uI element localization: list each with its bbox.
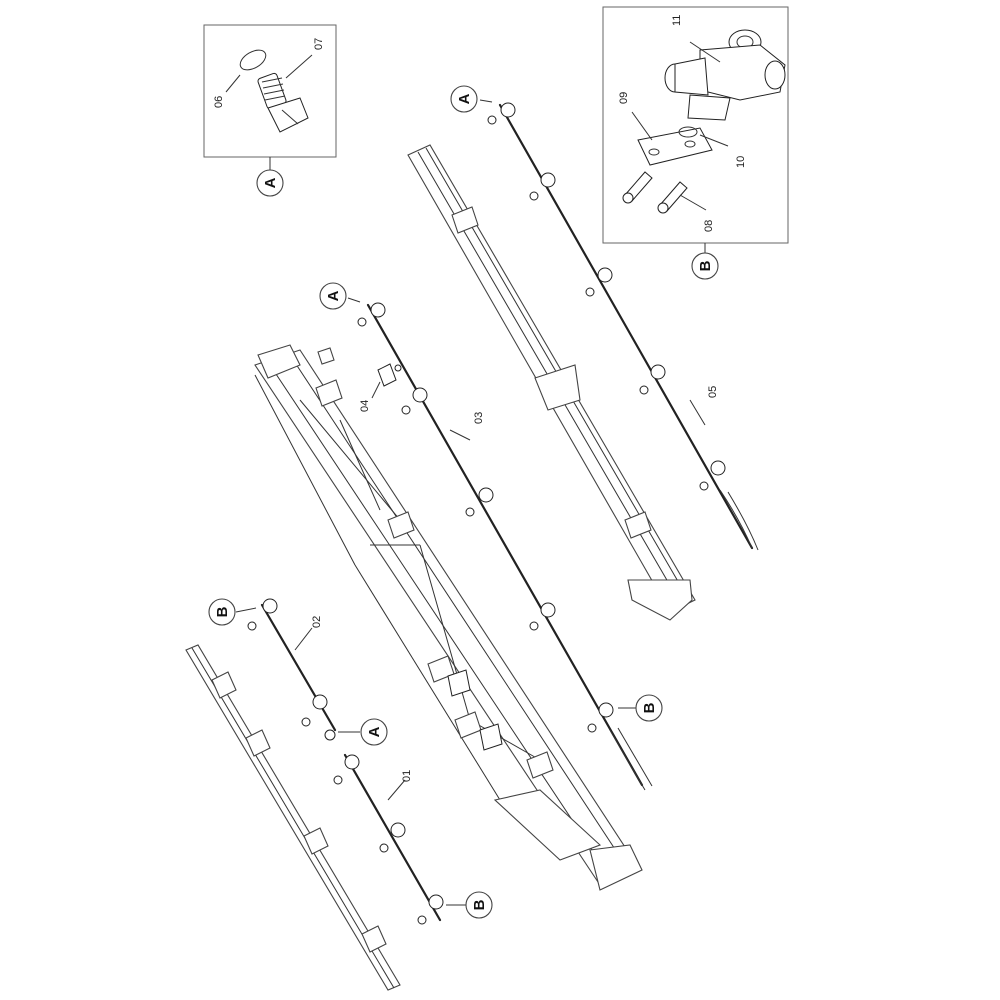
callout-a-03: A — [325, 290, 342, 301]
callout-circle-a-03 — [319, 282, 347, 310]
callout-b-01: B — [471, 899, 488, 910]
frame-tube-left — [185, 644, 401, 991]
frame-channel-right — [407, 144, 696, 621]
boom-01: 01 B — [333, 753, 493, 925]
callout-circle-b-02 — [208, 598, 236, 626]
callout-circle-b-03 — [635, 694, 663, 722]
callout-circle-a-02 — [360, 718, 388, 746]
callout-circle-a-detail — [256, 169, 284, 197]
callout-a-02: A — [366, 726, 383, 737]
label-04: 04 — [359, 400, 371, 412]
label-05: 05 — [707, 386, 719, 398]
nozzle-set-frame-a — [447, 669, 503, 751]
frame-truss-center — [254, 344, 643, 891]
nozzle-set-02 — [247, 598, 336, 741]
fitting-part — [377, 363, 402, 387]
screw-part — [622, 171, 688, 214]
hose-lines — [609, 489, 759, 791]
boom-05: A 05 — [450, 85, 754, 550]
label-03: 03 — [473, 412, 485, 424]
boom-02: B 02 A — [208, 598, 388, 746]
callout-a-detail: A — [262, 177, 279, 188]
label-11: 11 — [671, 15, 683, 26]
label-08: 08 — [703, 220, 715, 232]
label-10: 10 — [735, 156, 747, 168]
callout-circle-b-01 — [465, 891, 493, 919]
label-02: 02 — [311, 616, 323, 628]
label-06: 06 — [213, 96, 225, 108]
detail-box-b: 11 09 10 08 B — [602, 6, 789, 280]
label-09: 09 — [618, 92, 630, 104]
nozzle-set-03 — [357, 302, 614, 733]
callout-circle-b-detail — [691, 252, 719, 280]
label-01: 01 — [401, 770, 413, 782]
callout-a-05: A — [456, 93, 473, 104]
nozzle-cap-part — [257, 72, 309, 133]
boom-03: 04 03 A B — [319, 282, 663, 787]
label-07: 07 — [313, 38, 325, 50]
callout-b-02: B — [214, 606, 231, 617]
nozzle-set-01 — [333, 754, 444, 925]
callout-b-detail: B — [697, 260, 714, 271]
o-ring-part — [239, 49, 267, 71]
nozzle-set-05 — [487, 102, 726, 491]
detail-box-a: 06 07 A — [203, 24, 337, 197]
callout-b-03: B — [641, 702, 658, 713]
valve-part — [664, 29, 786, 121]
callout-circle-a-05 — [450, 85, 478, 113]
washer-part — [678, 126, 698, 138]
